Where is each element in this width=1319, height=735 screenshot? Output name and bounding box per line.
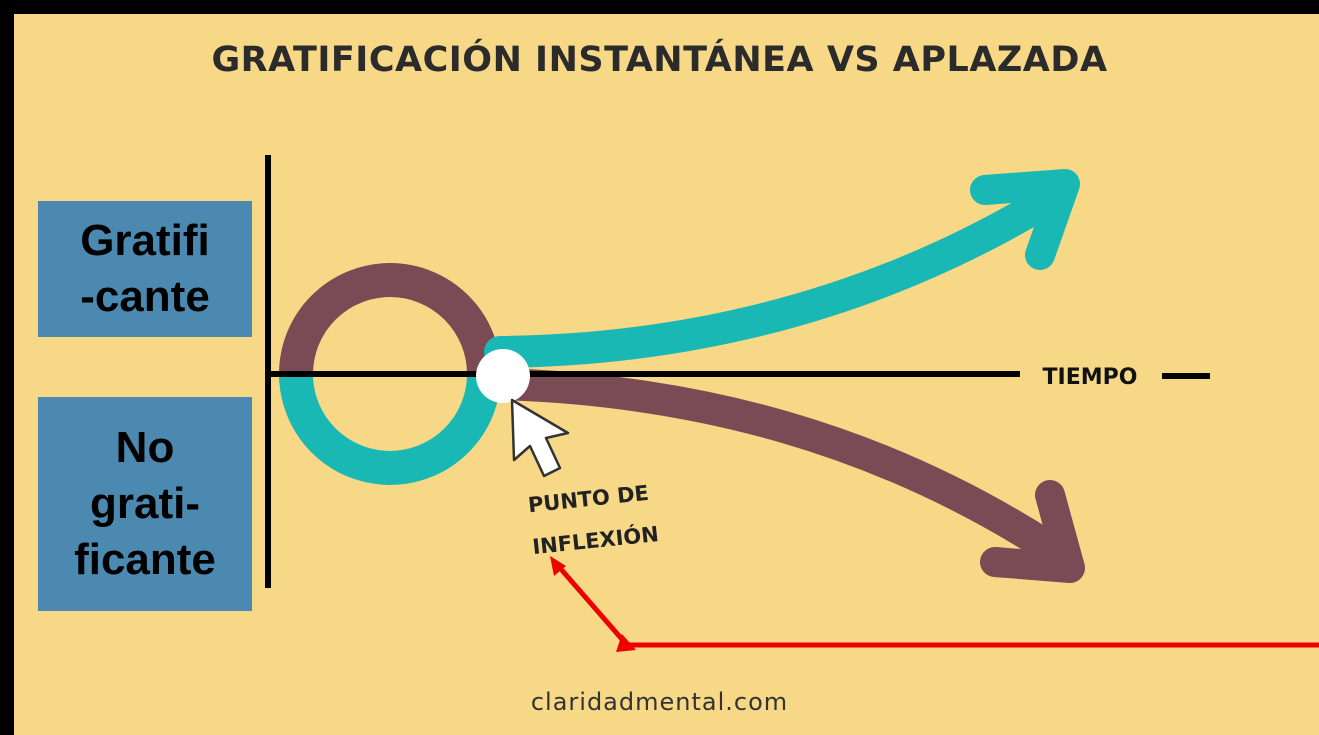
annotation-arrow-line: [558, 566, 1319, 648]
gratifying-label-line2: -cante: [80, 272, 210, 321]
gratifying-label-box: Gratifi -cante: [38, 201, 252, 337]
cursor-icon: [510, 398, 570, 478]
footer-source: claridadmental.com: [530, 688, 789, 716]
inflection-label-line1: PUNTO DE: [527, 481, 650, 518]
maroon-arrowhead: [980, 480, 1085, 583]
maroon-loop-arc: [279, 263, 501, 375]
inflection-point: [476, 349, 530, 403]
non-gratifying-label-box: No grati- ficante: [38, 397, 252, 611]
non-gratifying-label-line3: ficante: [74, 535, 216, 584]
non-gratifying-label-line2: grati-: [90, 479, 200, 528]
teal-rising-curve: [484, 189, 1056, 368]
gratifying-label-line1: Gratifi: [80, 216, 210, 265]
maroon-falling-curve: [484, 368, 1061, 561]
annotation-arrowhead-top: [550, 556, 566, 576]
inflection-label-line2: INFLEXIÓN: [531, 521, 660, 559]
time-axis-label: TIEMPO: [1043, 365, 1138, 390]
annotation-arrowhead-bottom: [616, 634, 636, 652]
teal-loop-arc: [279, 373, 501, 485]
teal-arrowhead: [970, 169, 1080, 270]
non-gratifying-label-line1: No: [115, 423, 175, 472]
diagram-title: GRATIFICACIÓN INSTANTÁNEA VS APLAZADA: [211, 40, 1108, 80]
